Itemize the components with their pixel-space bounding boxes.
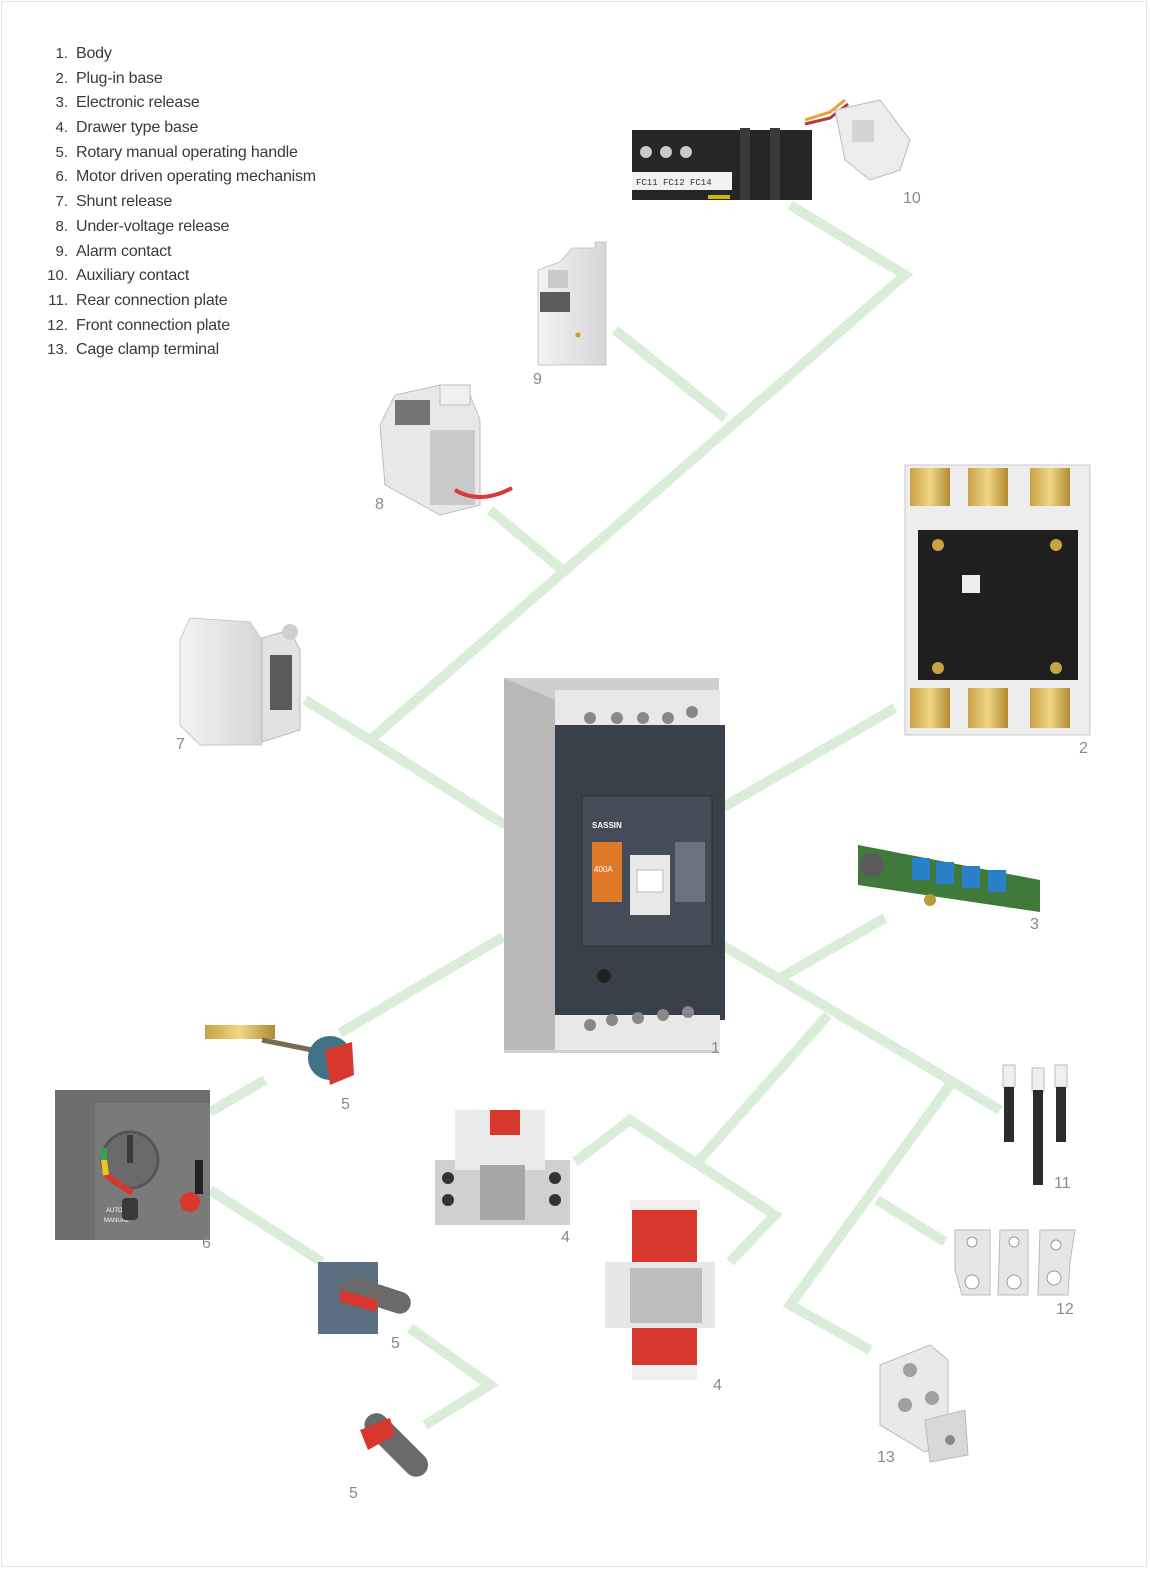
legend-number: 13. bbox=[47, 341, 68, 359]
legend-item: 4. Drawer type base bbox=[40, 119, 316, 144]
callout-9: 9 bbox=[533, 371, 542, 388]
electronic-release-image bbox=[858, 845, 1040, 912]
breaker-rating: 400A bbox=[594, 865, 613, 874]
legend-label: Drawer type base bbox=[76, 119, 199, 137]
legend-label: Rotary manual operating handle bbox=[76, 143, 298, 161]
legend-label: Auxiliary contact bbox=[76, 267, 190, 285]
plug-in-base-image bbox=[904, 464, 1091, 736]
motor-mechanism-image: AUTO MANUAL bbox=[55, 1090, 210, 1240]
callout-2: 2 bbox=[1079, 740, 1088, 757]
legend-number: 6. bbox=[55, 168, 68, 186]
rotary-handle-image bbox=[360, 1413, 429, 1477]
legend-label: Plug-in base bbox=[76, 69, 163, 87]
breaker-brand: SASSIN bbox=[592, 821, 622, 830]
legend-number: 12. bbox=[47, 316, 68, 334]
rear-connection-plate-image bbox=[1002, 1064, 1068, 1185]
connector-lines bbox=[207, 200, 1003, 1430]
callout-6: 6 bbox=[202, 1235, 211, 1252]
legend-number: 9. bbox=[55, 242, 68, 260]
legend-label: Shunt release bbox=[76, 193, 173, 211]
legend-number: 11. bbox=[48, 291, 68, 309]
legend-item: 3. Electronic release bbox=[40, 94, 316, 119]
drawer-base-grey-image bbox=[435, 1110, 570, 1225]
callout-4a: 4 bbox=[561, 1229, 570, 1246]
legend-item: 9. Alarm contact bbox=[40, 243, 316, 268]
callout-11: 11 bbox=[1054, 1175, 1071, 1192]
callout-3: 3 bbox=[1030, 916, 1039, 933]
aux-terminal-text: FC11 FC12 FC14 bbox=[636, 178, 712, 188]
callout-4b: 4 bbox=[713, 1377, 722, 1394]
legend-item: 13. Cage clamp terminal bbox=[40, 341, 316, 366]
legend-item: 11. Rear connection plate bbox=[40, 292, 316, 317]
motor-manual-label: MANUAL bbox=[104, 1218, 130, 1224]
callout-13: 13 bbox=[877, 1449, 895, 1466]
breaker-body-image: SASSIN 400A bbox=[504, 678, 725, 1053]
rotary-handle-panel-image bbox=[318, 1262, 411, 1334]
callout-12: 12 bbox=[1056, 1301, 1074, 1318]
legend-number: 2. bbox=[55, 69, 68, 87]
legend-label: Cage clamp terminal bbox=[76, 341, 219, 359]
legend-item: 2. Plug-in base bbox=[40, 70, 316, 95]
rotary-handle-extension-image bbox=[205, 1025, 354, 1085]
auxiliary-contact-image: FC11 FC12 FC14 bbox=[632, 98, 911, 200]
legend-label: Front connection plate bbox=[76, 316, 230, 334]
cage-clamp-terminal-image bbox=[879, 1344, 969, 1463]
legend-number: 7. bbox=[55, 193, 68, 211]
under-voltage-release-image bbox=[379, 384, 513, 516]
legend-number: 8. bbox=[55, 217, 68, 235]
alarm-contact-image bbox=[537, 241, 607, 366]
legend-label: Rear connection plate bbox=[76, 291, 228, 309]
legend-number: 1. bbox=[55, 45, 68, 62]
legend-number: 3. bbox=[55, 94, 68, 112]
legend-item: 6. Motor driven operating mechanism bbox=[40, 168, 316, 193]
legend-label: Under-voltage release bbox=[76, 217, 230, 235]
callout-10: 10 bbox=[903, 190, 921, 207]
callout-5a: 5 bbox=[341, 1096, 350, 1113]
legend-label: Alarm contact bbox=[76, 242, 172, 260]
legend-label: Electronic release bbox=[76, 94, 200, 112]
callout-5b: 5 bbox=[391, 1335, 400, 1352]
drawer-base-red-image bbox=[605, 1200, 715, 1380]
shunt-release-image bbox=[179, 617, 301, 746]
legend-number: 4. bbox=[55, 119, 68, 137]
legend-label: Motor driven operating mechanism bbox=[76, 168, 316, 186]
component-legend: 1. Body 2. Plug-in base 3. Electronic release… bbox=[40, 45, 316, 366]
legend-item: 12. Front connection plate bbox=[40, 317, 316, 342]
legend-item: 5. Rotary manual operating handle bbox=[40, 144, 316, 169]
callout-7: 7 bbox=[176, 736, 185, 753]
legend-number: 10. bbox=[47, 267, 68, 285]
legend-item: 7. Shunt release bbox=[40, 193, 316, 218]
callout-1: 1 bbox=[711, 1040, 720, 1057]
callout-8: 8 bbox=[375, 496, 384, 513]
motor-auto-label: AUTO bbox=[106, 1208, 123, 1214]
legend-number: 5. bbox=[55, 143, 68, 161]
legend-item: 8. Under-voltage release bbox=[40, 218, 316, 243]
legend-item: 1. Body bbox=[40, 45, 316, 70]
callout-5c: 5 bbox=[349, 1485, 358, 1502]
legend-item: 10. Auxiliary contact bbox=[40, 267, 316, 292]
legend-label: Body bbox=[76, 45, 112, 62]
front-connection-plate-image bbox=[954, 1229, 1076, 1296]
